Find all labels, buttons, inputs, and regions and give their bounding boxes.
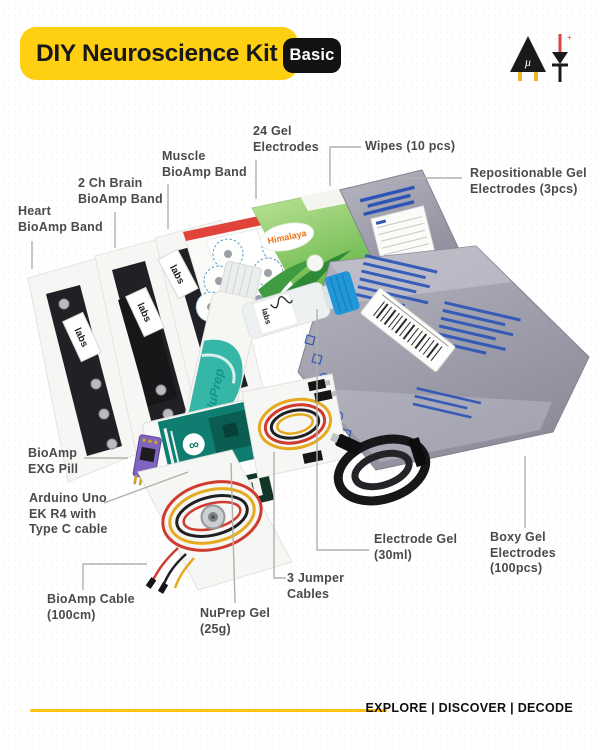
upside-down-labs-logo: µ + [510, 33, 572, 82]
label-jumper-cables: 3 Jumper Cables [287, 571, 345, 601]
leader-lines [31, 146, 526, 604]
svg-text:+: + [567, 33, 572, 42]
pouch-barcode-label [360, 288, 456, 372]
label-bioamp-exg-pill: BioAmp EXG Pill [28, 446, 79, 476]
leader-electrode-gel [316, 309, 369, 551]
product-jumper-cables [241, 373, 349, 479]
footer-tagline: EXPLORE | DISCOVER | DECODE [365, 701, 573, 715]
label-bioamp-cable: BioAmp Cable (100cm) [47, 592, 135, 622]
product-brain-bioamp-band: labs [94, 237, 208, 453]
product-type-c-cable [329, 432, 431, 506]
band-label-sticker: labs [62, 311, 102, 363]
label-muscle-bioamp-band: Muscle BioAmp Band [162, 149, 247, 179]
label-nuprep-gel: NuPrep Gel (25g) [200, 606, 271, 636]
product-heart-bioamp-band: labs [27, 257, 143, 483]
svg-text:∞: ∞ [187, 435, 200, 453]
label-wipes: Wipes (10 pcs) [365, 139, 456, 153]
label-electrode-gel: Electrode Gel (30ml) [374, 532, 458, 562]
leader-nuprep [230, 462, 236, 604]
label-boxy-gel-electrodes: Boxy Gel Electrodes (100pcs) [490, 530, 556, 575]
label-24-gel-electrodes: 24 Gel Electrodes [253, 124, 319, 154]
svg-text:µ: µ [525, 55, 532, 69]
leader-bioamp-cable [82, 563, 147, 590]
product-bioamp-cable [137, 449, 293, 594]
title-banner: DIY Neuroscience Kit [20, 27, 298, 80]
opamp-icon: µ [510, 36, 546, 81]
leader-wipes [329, 146, 361, 186]
leader-arduino [103, 471, 189, 504]
label-heart-bioamp-band: Heart BioAmp Band [18, 204, 103, 234]
footer-accent-rule [30, 709, 387, 712]
label-repositionable-gel-electrodes: Repositionable Gel Electrodes (3pcs) [470, 166, 587, 196]
band-label-sticker: labs [125, 286, 165, 338]
band-label-sticker: labs [157, 248, 199, 300]
label-arduino-uno: Arduino Uno EK R4 with Type C cable [29, 491, 108, 536]
arduino-infinity-icon [182, 433, 205, 456]
product-electrode-gel-bottle: labs [241, 271, 360, 339]
kit-tier-badge: Basic [283, 38, 341, 73]
diode-icon: + [552, 33, 572, 82]
label-brain-bioamp-band: 2 Ch Brain BioAmp Band [78, 176, 163, 206]
leader-jumper [273, 452, 286, 579]
page-title: DIY Neuroscience Kit [36, 39, 278, 67]
pouch-print-text [355, 254, 521, 419]
